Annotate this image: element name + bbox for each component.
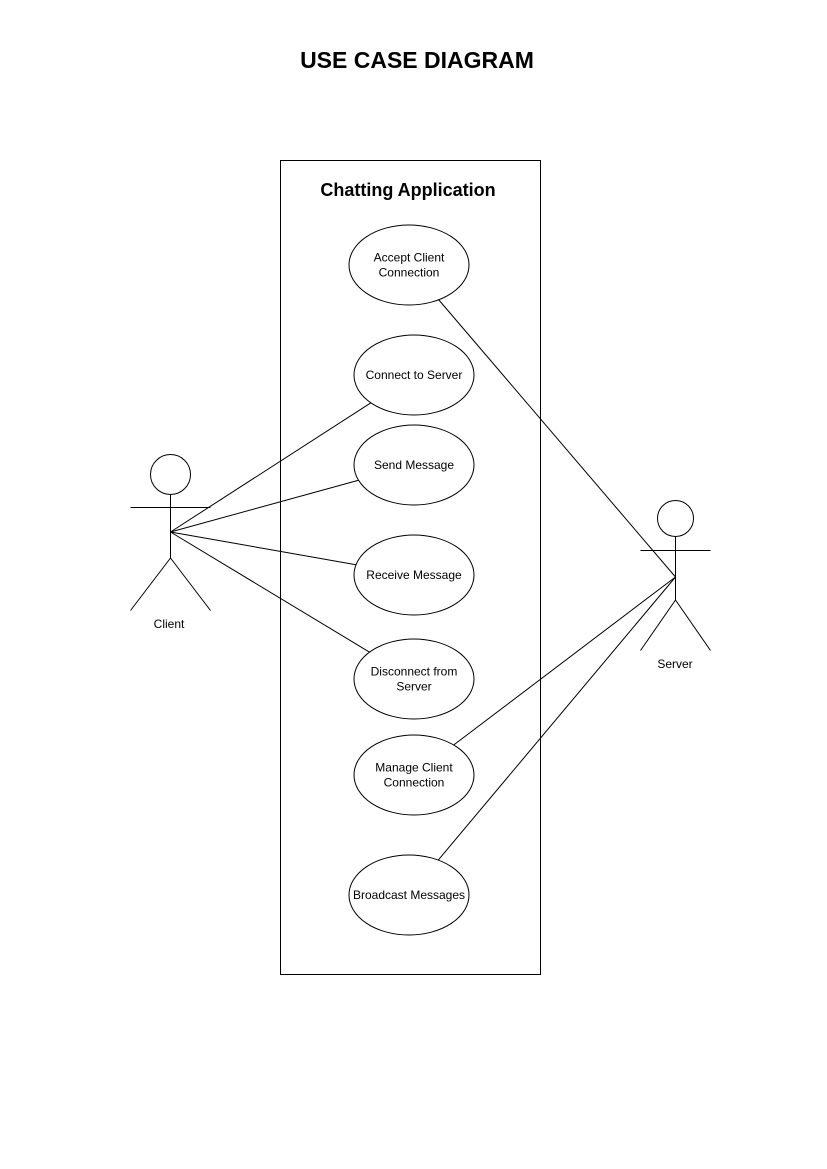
association-server-accept — [438, 299, 676, 578]
actor-client-head — [150, 454, 191, 495]
use-case-accept-label: Accept Client — [374, 251, 445, 265]
use-case-disconnect-ellipse — [353, 638, 475, 720]
use-case-receive-label: Receive Message — [366, 568, 462, 582]
use-case-disconnect-label: Disconnect from — [371, 665, 458, 679]
use-case-broadcast-label: Broadcast Messages — [353, 888, 465, 902]
use-case-broadcast-ellipse — [348, 854, 470, 936]
actor-client[interactable]: Client — [130, 454, 211, 632]
use-case-manage-label: Connection — [384, 776, 445, 790]
use-case-disconnect-label: Server — [396, 680, 431, 694]
association-client-send — [170, 479, 359, 533]
system-title: Chatting Application — [320, 180, 495, 200]
use-case-send-label: Send Message — [374, 458, 454, 472]
actor-client-right-leg — [170, 557, 211, 611]
use-case-broadcast[interactable]: Broadcast Messages — [348, 854, 470, 936]
use-case-accept-label: Connection — [379, 266, 440, 280]
use-case-send-ellipse — [353, 424, 475, 506]
use-case-receive-ellipse — [353, 534, 475, 616]
association-client-connect — [170, 402, 372, 533]
diagram-title: USE CASE DIAGRAM — [300, 47, 534, 73]
use-case-connect-ellipse — [353, 334, 475, 416]
actor-server-label: Server — [657, 657, 692, 671]
association-server-broadcast — [437, 576, 676, 861]
use-case-send[interactable]: Send Message — [353, 424, 475, 506]
actor-client-label: Client — [154, 617, 185, 631]
associations-group — [170, 299, 676, 861]
association-client-disconnect — [170, 531, 370, 653]
association-client-receive — [170, 531, 357, 566]
use-case-receive[interactable]: Receive Message — [353, 534, 475, 616]
actor-server-head — [657, 500, 694, 537]
actor-server-right-leg — [675, 599, 711, 651]
use-case-manage-ellipse — [353, 734, 475, 816]
actor-server-left-leg — [640, 599, 676, 651]
association-server-manage — [453, 576, 676, 746]
use-case-connect[interactable]: Connect to Server — [353, 334, 475, 416]
actor-client-left-leg — [130, 557, 171, 611]
actor-server[interactable]: Server — [640, 500, 711, 672]
use-case-manage-label: Manage Client — [375, 761, 453, 775]
use-case-connect-label: Connect to Server — [366, 368, 463, 382]
use-case-accept-ellipse — [348, 224, 470, 306]
